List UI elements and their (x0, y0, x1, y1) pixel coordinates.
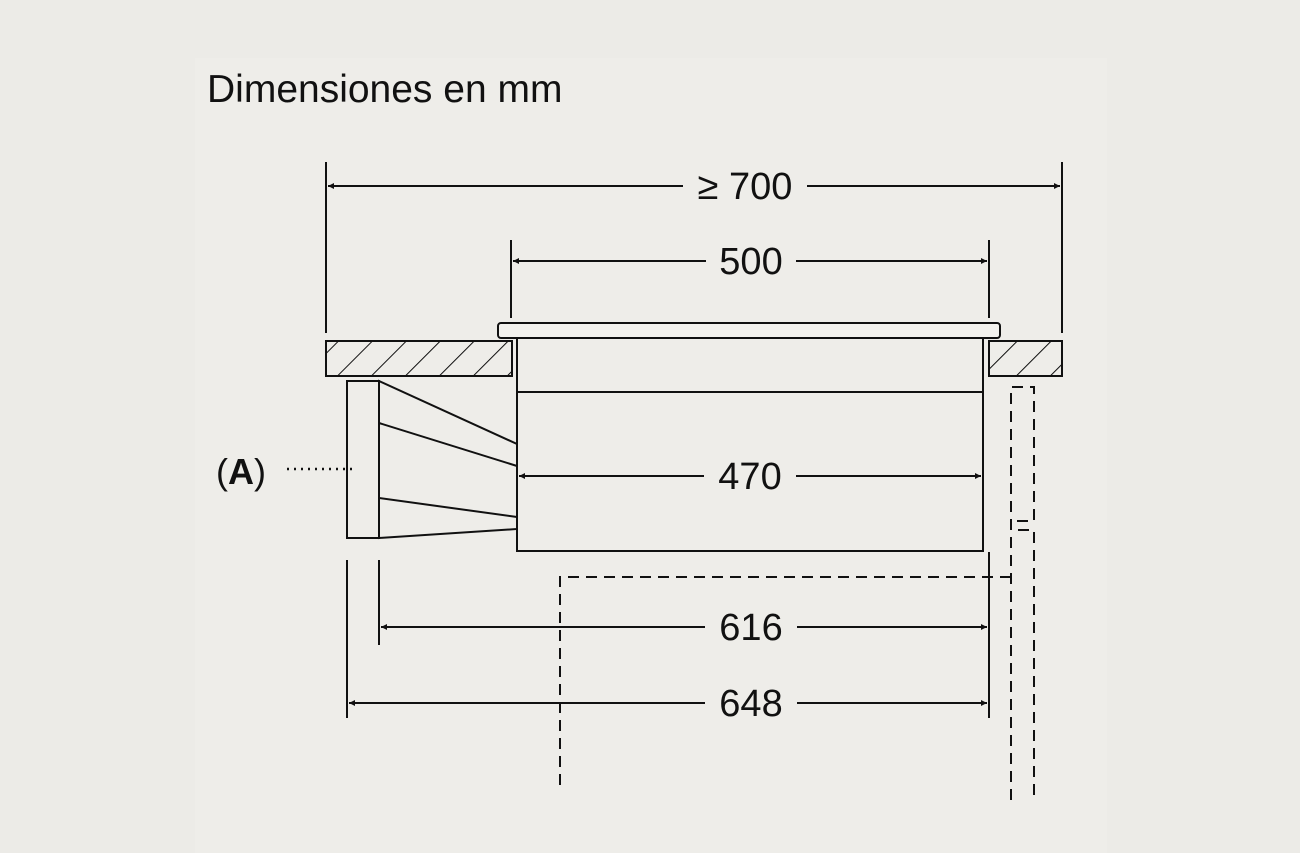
cooktop-glass (497, 322, 1001, 339)
worktop (325, 340, 1063, 377)
diagram-title: Dimensiones en mm (207, 68, 563, 111)
dim-label-depth-648: 648 (719, 683, 782, 725)
worktop-left-section (325, 340, 513, 377)
extension-lines (325, 162, 1063, 718)
air-duct (346, 379, 518, 540)
dim-label-min-worktop: ≥ 700 (698, 166, 793, 208)
dim-label-depth-616: 616 (719, 607, 782, 649)
cabinet-outline (559, 386, 1035, 800)
dimension-lines (328, 183, 1060, 706)
worktop-right-section (988, 340, 1063, 377)
callout-label-a: (A) (216, 451, 266, 492)
dim-label-unit-width: 470 (718, 456, 781, 498)
unit-body (511, 337, 989, 552)
dim-label-cutout-width: 500 (719, 241, 782, 283)
